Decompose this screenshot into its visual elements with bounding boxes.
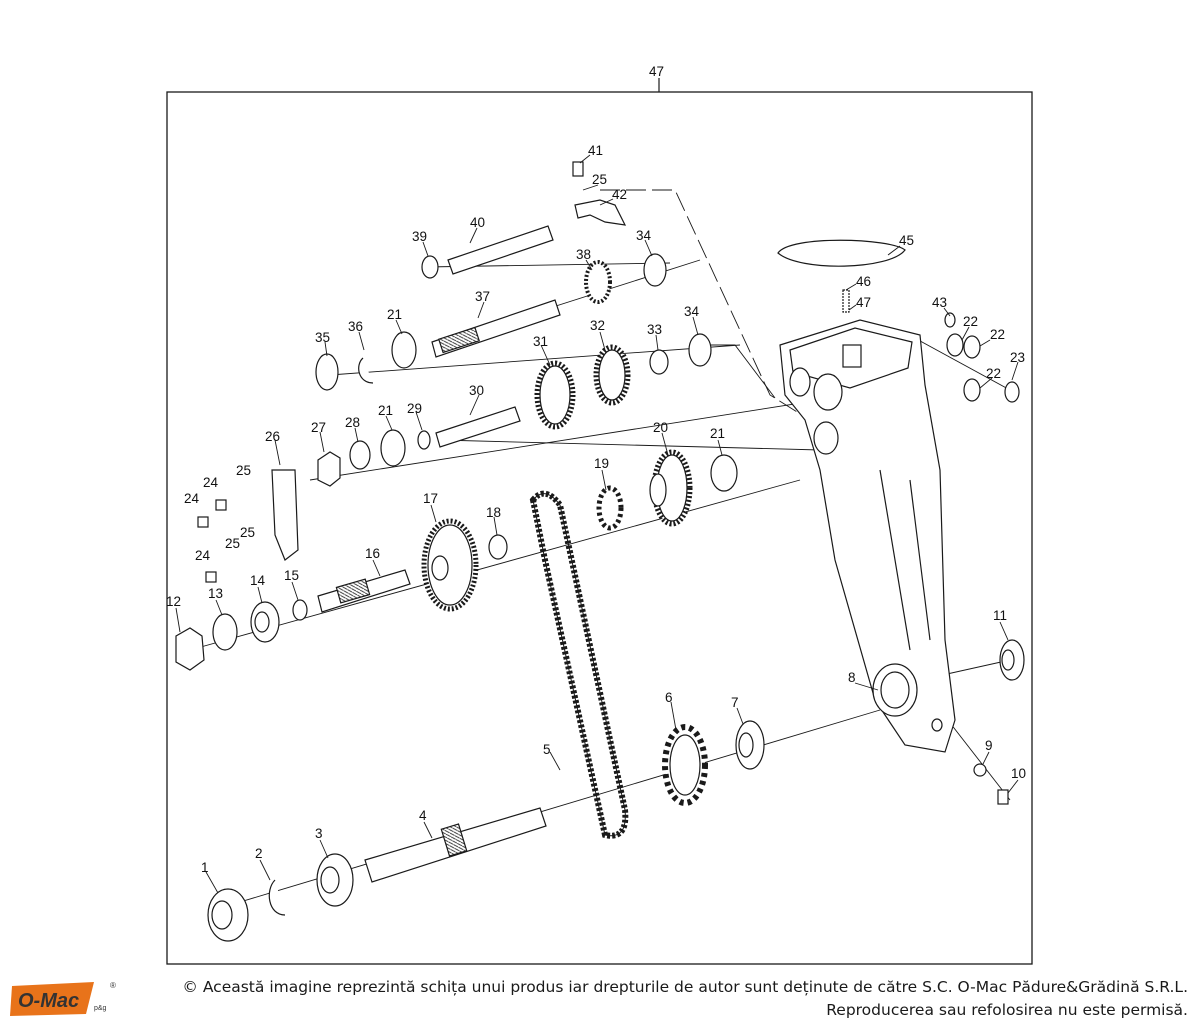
callout: 35 <box>315 330 330 345</box>
callout: 19 <box>594 456 609 471</box>
drive-chain <box>529 490 629 839</box>
shafts <box>317 225 561 883</box>
callout-47-top: 47 <box>649 64 664 79</box>
bolts <box>197 499 1009 805</box>
callout: 32 <box>590 318 605 333</box>
callout: 24 <box>203 475 219 490</box>
callout: 38 <box>576 247 591 262</box>
callout: 17 <box>423 491 438 506</box>
callout: 25 <box>225 536 240 551</box>
callout: 45 <box>899 233 914 248</box>
callout: 24 <box>184 491 200 506</box>
copyright-line-2: Reproducerea sau refolosirea nu este per… <box>826 1001 1188 1019</box>
callout: 37 <box>475 289 490 304</box>
callout: 15 <box>284 568 299 583</box>
callout: 22 <box>990 327 1005 342</box>
callout: 2 <box>255 846 263 861</box>
callout: 21 <box>378 403 393 418</box>
callout: 29 <box>407 401 422 416</box>
callout: 34 <box>636 228 652 243</box>
omac-logo: O-Mac p&g ® <box>10 981 116 1016</box>
callout: 25 <box>240 525 255 540</box>
callout: 28 <box>345 415 360 430</box>
callout: 31 <box>533 334 548 349</box>
callout: 11 <box>993 608 1007 623</box>
callout: 26 <box>265 429 280 444</box>
callout: 47 <box>856 295 871 310</box>
callout: 9 <box>985 738 993 753</box>
callout: 40 <box>470 215 485 230</box>
callout: 14 <box>250 573 266 588</box>
logo-text: O-Mac <box>18 990 79 1012</box>
footer: O-Mac p&g ® © Această imagine reprezintă… <box>0 968 1200 1030</box>
copyright-line-1: © Această imagine reprezintă schița unui… <box>182 978 1188 996</box>
callout: 34 <box>684 304 700 319</box>
callout: 24 <box>195 548 211 563</box>
callout: 23 <box>1010 350 1025 365</box>
callout: 13 <box>208 586 223 601</box>
callout: 6 <box>665 690 673 705</box>
callout: 20 <box>653 420 668 435</box>
callout: 1 <box>201 860 209 875</box>
callout: 8 <box>848 670 856 685</box>
copyright-notice: © Această imagine reprezintă schița unui… <box>128 976 1188 1022</box>
gearbox-housing <box>779 319 956 753</box>
callout: 4 <box>419 808 427 823</box>
callout: 5 <box>543 742 551 757</box>
callout: 46 <box>856 274 871 289</box>
callout: 43 <box>932 295 947 310</box>
callout: 30 <box>469 383 484 398</box>
leader-lines <box>175 154 1019 894</box>
callout: 3 <box>315 826 323 841</box>
callout: 25 <box>592 172 607 187</box>
callout: 39 <box>412 229 427 244</box>
callout: 22 <box>963 314 978 329</box>
assembly-frame <box>166 91 1033 965</box>
callout-labels: 47 1 2 3 4 5 6 7 8 9 10 11 12 13 14 15 1… <box>166 64 1026 875</box>
callout: 10 <box>1011 766 1026 781</box>
callout: 16 <box>365 546 380 561</box>
callout: 22 <box>986 366 1001 381</box>
callout: 41 <box>588 143 603 158</box>
callout: 25 <box>236 463 251 478</box>
callout: 21 <box>387 307 402 322</box>
callout: 12 <box>166 594 181 609</box>
callout: 21 <box>710 426 725 441</box>
callout: 7 <box>731 695 739 710</box>
gears <box>421 260 708 806</box>
logo-suffix: p&g <box>94 1005 107 1012</box>
logo-registered: ® <box>110 981 116 990</box>
callout: 33 <box>647 322 662 337</box>
shift-fork <box>572 161 850 313</box>
bearings-and-seals <box>175 239 1025 942</box>
callout: 36 <box>348 319 363 334</box>
callout: 27 <box>311 420 326 435</box>
callout: 42 <box>612 187 627 202</box>
callout: 18 <box>486 505 501 520</box>
